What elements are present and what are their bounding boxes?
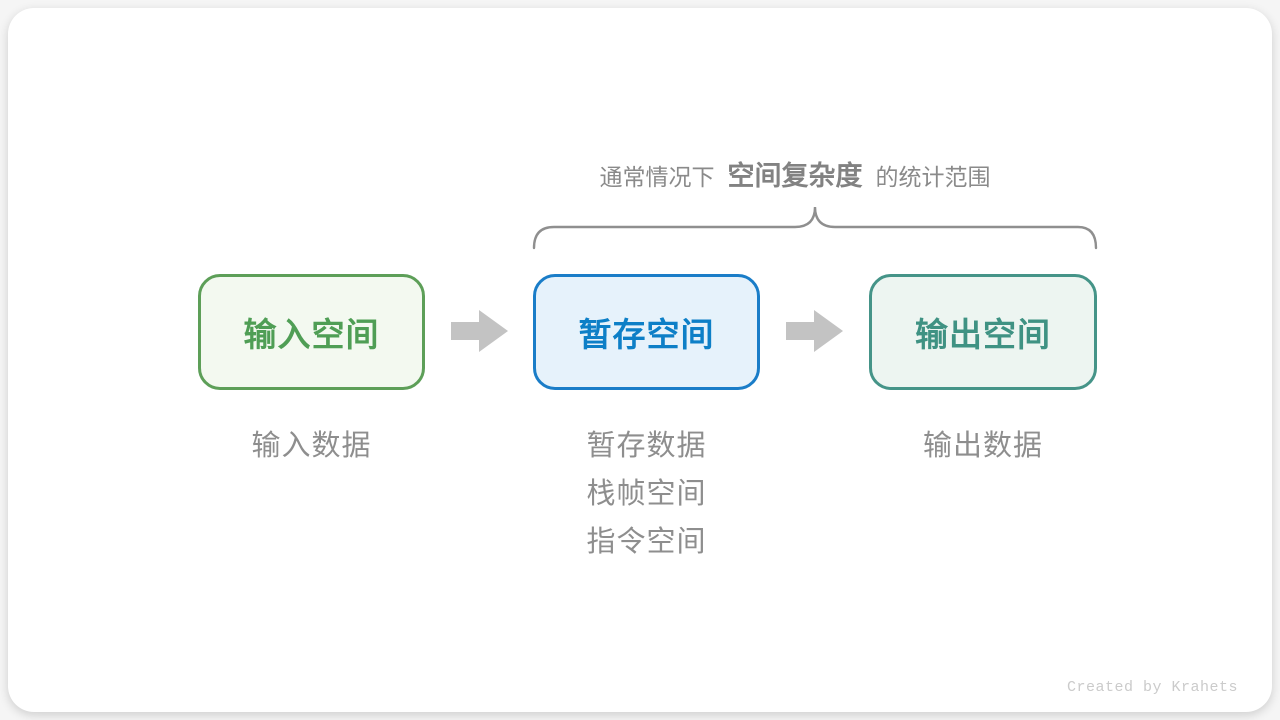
annotation-output: 输出数据 — [869, 422, 1097, 470]
figure-card: 通常情况下 空间复杂度 的统计范围 输入空间 暂存空间 输出空间 输入数据 暂存… — [8, 8, 1272, 712]
annotation-stack-frame-space: 栈帧空间 — [586, 478, 707, 510]
figure-title: 通常情况下 空间复杂度 的统计范围 — [495, 154, 1095, 193]
title-prefix: 通常情况下 — [599, 164, 715, 190]
annotation-input: 输入数据 — [198, 422, 425, 470]
credit-text: Created by Krahets — [1066, 679, 1238, 696]
brace-icon — [532, 206, 1098, 250]
box-temp-space: 暂存空间 — [533, 274, 760, 390]
arrow-right-icon — [786, 310, 843, 352]
title-suffix: 的统计范围 — [875, 164, 991, 190]
title-highlight: 空间复杂度 — [727, 161, 863, 191]
box-temp-space-label: 暂存空间 — [578, 316, 715, 353]
annotation-temp-data: 暂存数据 — [586, 430, 707, 462]
annotation-instruction-space: 指令空间 — [586, 526, 707, 558]
box-input-space-label: 输入空间 — [243, 316, 380, 353]
annotation-temp: 暂存数据 栈帧空间 指令空间 — [533, 422, 760, 566]
box-output-space: 输出空间 — [869, 274, 1097, 390]
annotation-input-data: 输入数据 — [251, 430, 372, 462]
box-output-space-label: 输出空间 — [915, 316, 1051, 353]
annotation-output-data: 输出数据 — [922, 430, 1043, 462]
arrow-right-icon — [451, 310, 508, 352]
box-input-space: 输入空间 — [198, 274, 425, 390]
